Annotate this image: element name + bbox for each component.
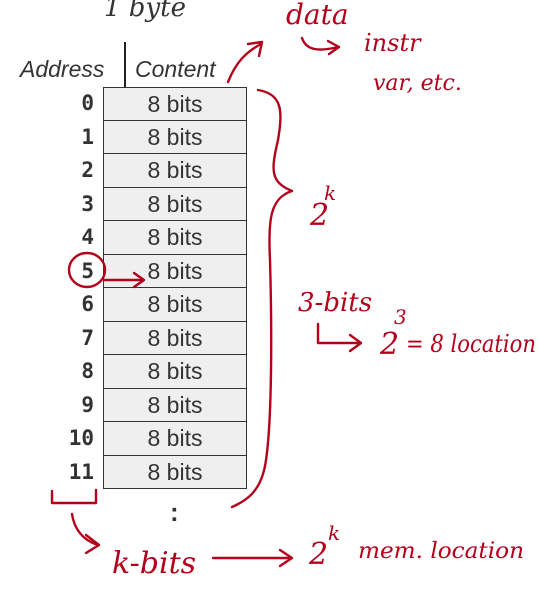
note-instr: instr — [364, 29, 422, 57]
memory-cell: 8 bits — [103, 355, 247, 389]
memory-row: 0 8 bits — [81, 87, 247, 121]
memory-row: 9 8 bits — [81, 388, 247, 422]
memory-cell: 8 bits — [103, 455, 247, 489]
note-data: data — [286, 0, 349, 31]
address-label: 9 — [81, 392, 94, 417]
address-label: 2 — [81, 158, 94, 182]
memory-row: 6 8 bits — [81, 288, 247, 322]
arrow-to-data-head — [246, 40, 264, 58]
arrow-3bits-head — [348, 333, 363, 353]
arrow-k-bits-to-2k-head — [278, 548, 294, 568]
header-divider — [124, 42, 126, 97]
ellipsis: : — [170, 497, 179, 527]
address-label: 11 — [68, 459, 94, 484]
arrow-to-k-bits — [70, 512, 100, 547]
note-k-bits: k-bits — [112, 546, 196, 581]
arrow-to-instr — [300, 36, 340, 51]
memory-cell: 8 bits — [103, 422, 247, 456]
memory-cell: 8 bits — [103, 187, 247, 221]
arrow-3bits — [316, 322, 362, 345]
arrow-to-data — [226, 42, 263, 84]
note-2: 2 — [309, 198, 329, 233]
memory-row: 1 8 bits — [81, 120, 247, 154]
address-bracket — [50, 488, 98, 505]
address-label: 3 — [81, 191, 94, 216]
circle-address-5 — [67, 251, 107, 289]
note-1-byte: 1 byte — [104, 0, 186, 23]
note-3: 3 — [394, 305, 407, 329]
memory-row: 4 8 bits — [81, 221, 247, 255]
memory-row: 2 8 bits — [81, 154, 247, 188]
address-label: 6 — [81, 292, 94, 316]
address-header: Address — [20, 56, 105, 82]
memory-cell: 8 bits — [103, 254, 247, 288]
memory-cell: 8 bits — [103, 221, 247, 255]
note-8-location: = 8 location — [406, 330, 536, 358]
address-label: 7 — [81, 325, 94, 350]
address-label: 0 — [81, 91, 94, 115]
memory-cell: 8 bits — [103, 154, 247, 188]
address-label: 10 — [68, 426, 94, 450]
memory-cell: 8 bits — [103, 288, 247, 322]
address-label: 5 — [81, 258, 94, 283]
memory-row: 3 8 bits — [81, 187, 247, 221]
memory-cell: 8 bits — [103, 388, 247, 422]
address-label: 4 — [81, 225, 94, 249]
memory-row: 7 8 bits — [81, 321, 247, 355]
content-header: Content — [135, 56, 216, 82]
note-mem-location: mem. location — [358, 539, 524, 564]
note-2-b: 2 — [379, 327, 399, 362]
memory-cell: 8 bits — [103, 321, 247, 355]
address-label: 8 — [81, 359, 94, 383]
memory-row: 5 8 bits — [81, 254, 247, 288]
note-var-etc: var, etc. — [373, 71, 462, 96]
memory-row: 11 8 bits — [69, 455, 247, 489]
arrow-to-k-bits-head — [84, 533, 101, 555]
memory-row: 10 8 bits — [69, 422, 247, 456]
arrow-to-instr-head — [326, 39, 341, 56]
memory-row: 8 8 bits — [81, 355, 247, 389]
note-k: k — [324, 181, 336, 205]
address-label: 1 — [81, 124, 94, 149]
arrow-5-to-cell-head — [132, 271, 146, 289]
curly-brace — [230, 88, 294, 509]
memory-cell: 8 bits — [103, 120, 247, 154]
note-3-bits: 3-bits — [298, 288, 372, 318]
note-2-c: 2 — [308, 537, 328, 572]
note-k-b: k — [328, 521, 340, 545]
memory-cell: 8 bits — [103, 87, 247, 121]
